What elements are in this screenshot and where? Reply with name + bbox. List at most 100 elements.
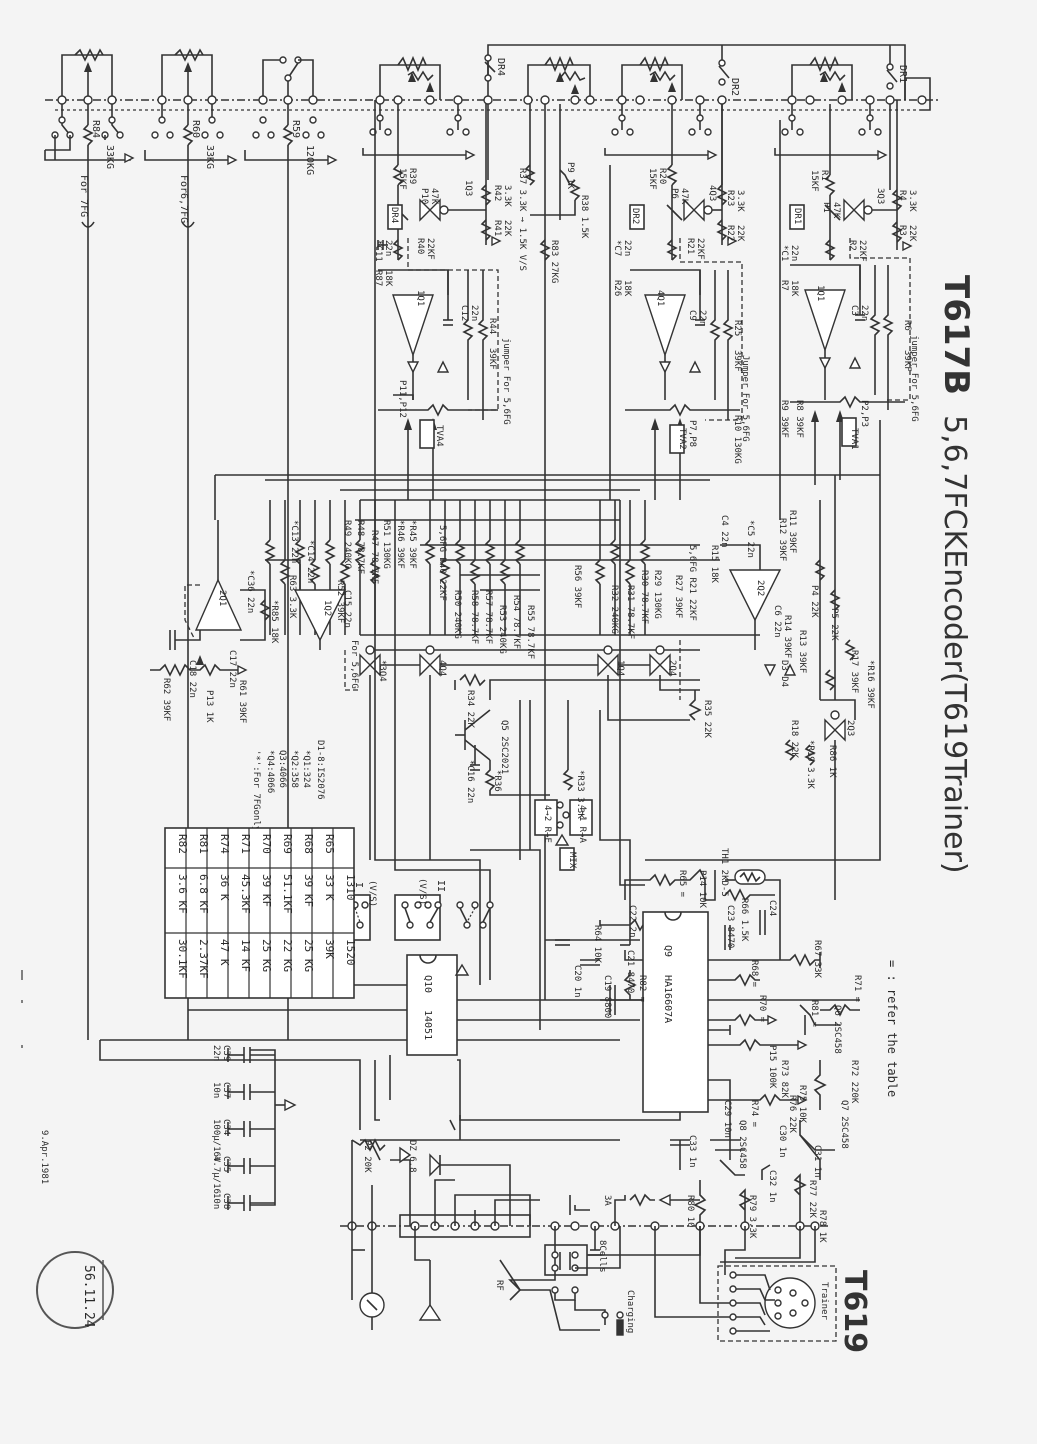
table-cell: 6.8 KF [197,874,210,914]
r67-label: R67 33K [812,940,822,979]
c1-label: *C1 [779,245,789,261]
r38-label: R38 1.5K [579,195,589,239]
label-r51: R51 130KG [381,520,391,569]
table-cell: 30.1KF [176,939,189,979]
label-q1-2: 1Q2 [322,600,332,616]
label-r33: *R33 3.3K [575,770,585,819]
mixing-resistor [354,539,366,565]
r64-label: R64 10K [592,925,602,964]
r87-value: 18K [383,270,393,287]
tva4-label: TVA4 [434,425,444,447]
label-r11: R11 39KF [787,510,797,553]
aux-1-value: 33KG [104,145,115,169]
vs-trim-block [523,55,595,1000]
label-r62: R62 39KF [161,678,171,721]
opamp-2q2 [728,569,782,622]
stamp-date: 56.11.24 [81,1265,96,1328]
p10-value: 47K [429,188,439,205]
dr4-box-label: DR4 [389,207,399,223]
capacitor-ref: C34 [221,1119,231,1135]
p6-label: P6 [669,188,679,199]
fuse-label: 3A [602,1195,612,1206]
date-note: 9.Apr.1981 [39,1130,49,1184]
r23-label: R23 [725,190,735,206]
signal-bus [374,100,881,1030]
label-q3-4: *3Q4 [377,660,387,682]
label-r52: R52 39KF [335,580,345,623]
label-r36: *R36 [492,770,502,792]
switch-box-re [534,799,558,836]
ic-q9 [642,911,709,1113]
table-cell: 39 KF [260,874,273,907]
label-r14: R14 39KF [782,615,792,658]
r83-label: R83 27KG [549,240,559,283]
r40-label: R40 [415,238,425,254]
label-q1-4: 1Q4 [615,660,625,676]
label-for56fg: For 5,6FG [349,640,359,689]
title-subtitle: 5,6,7FCKEncoder(T619Trainer) [937,415,972,874]
dr-switch-dr4[interactable] [483,54,496,180]
mixing-resistor [499,559,511,585]
c9-value: 22n [697,310,707,326]
r4-label: R4 [897,190,907,201]
table-cell: 47 K [218,939,231,966]
aux-3-value: 120KG [304,145,315,175]
r66-label: R66 1.5K [739,898,749,942]
r7-value: 18K [789,280,799,297]
table-cell: 45.3KF [239,874,252,914]
wire [904,77,931,111]
label-p5: P5 22K [829,608,839,641]
trainer-model: T619 [837,1270,872,1353]
label-r13: R13 39KF [797,630,807,673]
label-r27: R27 39KF [673,575,683,618]
zener-label: DZ 6.8 [407,1140,417,1173]
c7-value: 22n [622,240,632,256]
title-block: T617B 5,6,7FCKEncoder(T619Trainer) [936,275,976,874]
r3-value: 22K [907,225,917,242]
c12-label: C12 [459,305,469,321]
c1-value: 22n [789,245,799,261]
r26-value: 18K [622,280,632,297]
tva2-label: TVA2 [677,428,687,450]
switch-II-note: (V/S) [417,878,427,905]
c32-label: C32 1n [767,1170,777,1203]
label-r47: R47 78.7KF [369,530,379,584]
p7-p8-label: P7,P8 [687,420,697,447]
r20-label: R20 [657,168,667,184]
q7-label: Q7 2SC458 [839,1100,849,1149]
capacitor-ref: C38 [221,1193,231,1209]
p6-value: 47K [679,188,689,205]
label-r56: R56 39KF [572,565,582,608]
label-q5: Q5 2SC2021 [499,720,509,774]
table-cell: 33 K [323,874,336,901]
dr1-label: DR1 [897,65,908,83]
switch-III[interactable] [456,901,494,929]
capacitor-ref: C39 [221,1045,231,1061]
q9-part: HA16607A [662,975,673,1023]
r21-label: R21 [685,238,695,254]
table-row-ref: R74 [218,834,231,854]
ic-q10 [406,954,458,1056]
dr-switch-dr2[interactable] [717,45,730,185]
r23-value: 3.3K [735,190,745,212]
mixing-resistor [339,559,351,585]
label-p13: P13 1K [204,690,214,723]
mixing-resistor [424,539,436,565]
mix-box [559,847,575,871]
capacitor-value: 4.7μ/16 [211,1156,221,1194]
r1-label: R1 [819,170,829,181]
switch-II[interactable] [394,894,442,941]
label-c16: *C16 22n [465,760,475,803]
mixing-resistor [484,539,496,565]
aux-2-resistor: R60 [190,120,201,138]
table-cell: 14 KF [239,939,252,972]
c33-label: C33 1n [687,1135,697,1168]
r40-value: 22KF [425,238,435,260]
r1-value: 15KF [809,170,819,192]
label-r17: R17 39KF [849,650,859,693]
table-frame [164,827,355,999]
opamp-2q1 [194,578,243,631]
dr-switch-dr1[interactable] [885,45,927,190]
c20-label: C20 1n [572,965,582,998]
label-r32: R32 240KG [609,585,619,634]
